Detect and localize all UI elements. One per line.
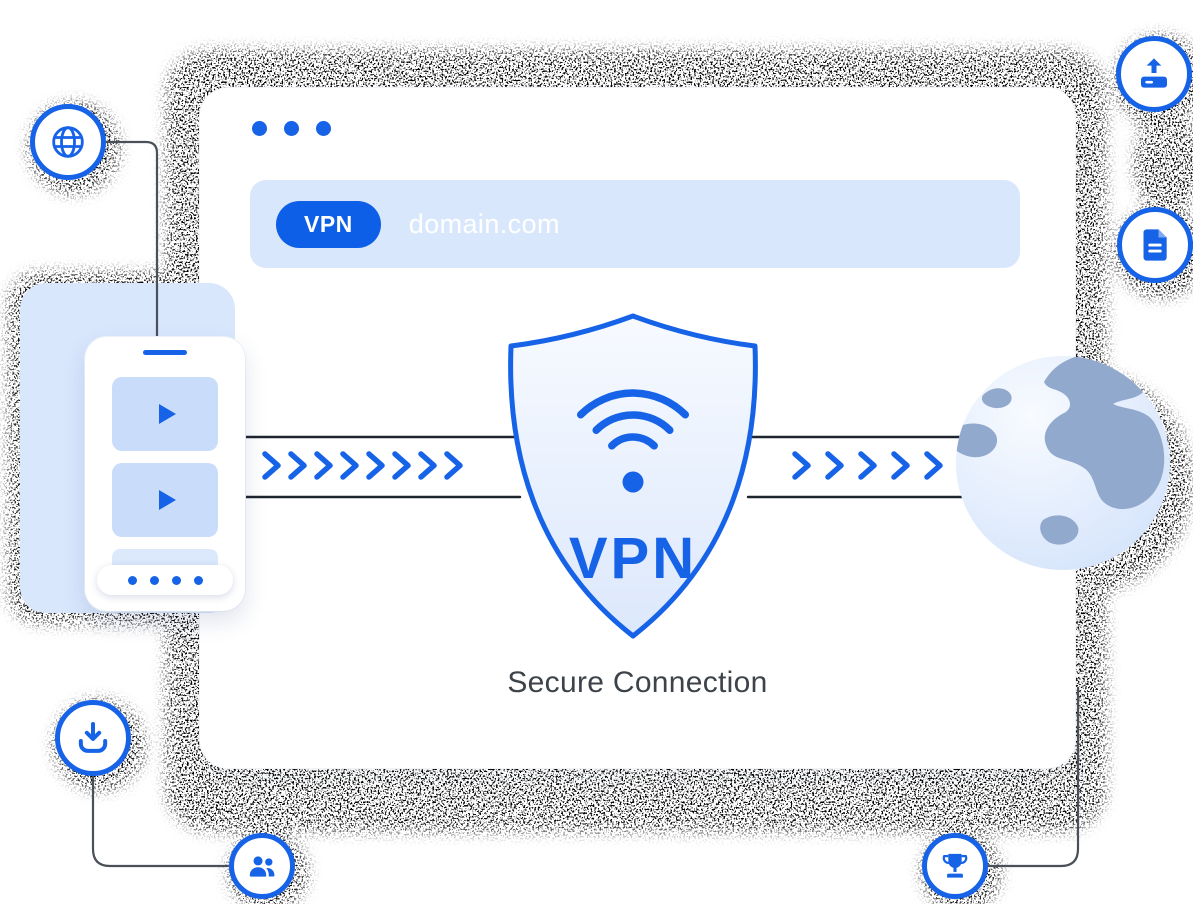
video-tile <box>112 463 218 537</box>
pager-dot <box>127 575 137 585</box>
pager-dot <box>193 575 203 585</box>
phone-speaker <box>143 350 187 355</box>
trophy-icon <box>922 833 988 899</box>
play-icon <box>159 404 176 424</box>
smartphone-illustration <box>85 337 245 611</box>
wifi-dot-icon <box>622 471 644 493</box>
upload-box-icon <box>1116 36 1192 112</box>
download-glyph <box>78 722 108 753</box>
wifi-icon <box>576 389 690 450</box>
download-icon <box>55 700 131 776</box>
connector-bottom-left <box>91 775 230 868</box>
trophy-glyph <box>942 853 968 878</box>
window-controls <box>252 121 331 136</box>
globe-glyph <box>52 126 84 158</box>
address-url: domain.com <box>408 208 560 239</box>
address-bar: VPN domain.com <box>250 180 1020 268</box>
window-dot <box>252 121 267 136</box>
document-icon <box>1117 207 1193 283</box>
caption-secure-connection: Secure Connection <box>507 666 768 699</box>
globe-landmasses <box>956 356 1165 545</box>
pager-dot <box>171 575 181 585</box>
video-tile <box>112 377 218 451</box>
document-glyph <box>1143 229 1167 261</box>
play-icon <box>159 490 176 510</box>
pager-dot <box>149 575 159 585</box>
shield-label: VPN <box>569 526 697 591</box>
internet-globe <box>956 356 1170 570</box>
vpn-badge: VPN <box>276 200 381 248</box>
team-icon <box>229 833 295 899</box>
team-glyph <box>249 856 275 877</box>
vpn-shield: VPN <box>508 313 758 639</box>
globe-icon <box>30 104 106 180</box>
window-dot <box>284 121 299 136</box>
window-dot <box>316 121 331 136</box>
upload-box-glyph <box>1141 58 1167 88</box>
phone-pager <box>97 565 233 595</box>
